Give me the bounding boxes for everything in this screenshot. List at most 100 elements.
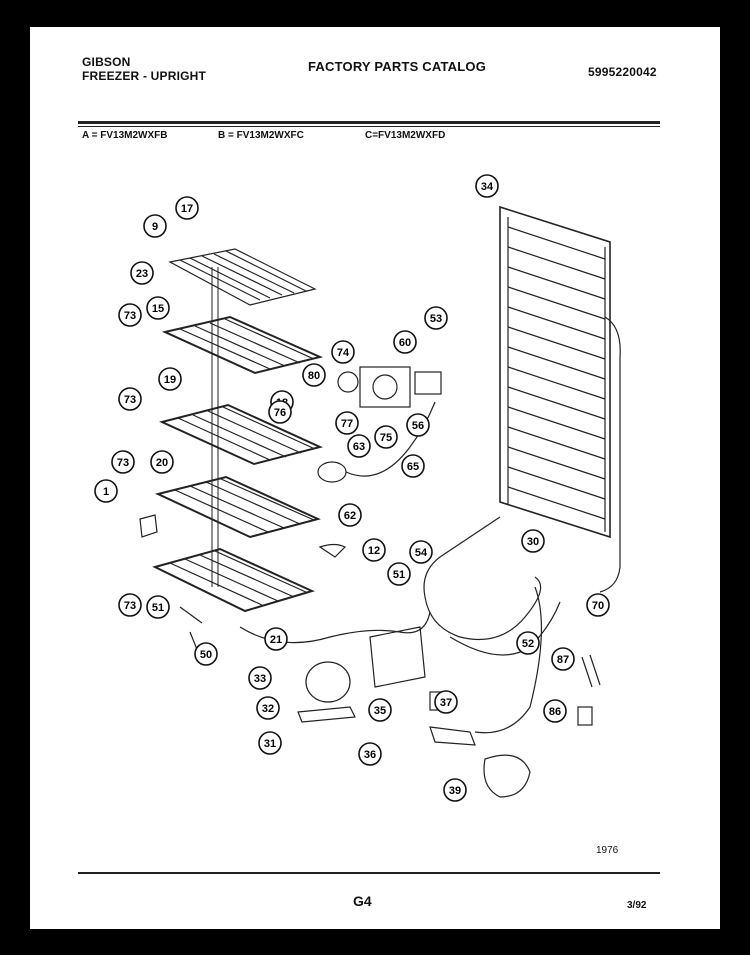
callout-circle — [264, 627, 288, 651]
callout-circle — [146, 296, 170, 320]
callout-33: 33 — [248, 666, 272, 690]
shelf-3 — [155, 475, 321, 539]
callout-circle — [347, 434, 371, 458]
callout-label: 51 — [393, 569, 405, 581]
callout-circle — [368, 698, 392, 722]
callout-label: 77 — [341, 418, 353, 430]
callout-label: 31 — [264, 738, 276, 750]
callout-56: 56 — [406, 413, 430, 437]
callout-circle — [335, 411, 359, 435]
shelf-4 — [152, 547, 315, 613]
callout-circle — [401, 454, 425, 478]
catalog-number: 5995220042 — [588, 65, 657, 79]
callout-12: 12 — [362, 538, 386, 562]
callout-circle — [521, 529, 545, 553]
callout-circle — [475, 174, 499, 198]
callout-34: 34 — [475, 174, 499, 198]
callout-label: 39 — [449, 785, 461, 797]
callout-label: 12 — [368, 545, 380, 557]
callout-32: 32 — [256, 696, 280, 720]
callout-label: 74 — [337, 347, 350, 359]
bracket — [139, 514, 158, 538]
callout-label: 52 — [522, 638, 534, 650]
callout-circle — [551, 647, 575, 671]
model-b: B = FV13M2WXFC — [218, 130, 304, 141]
callout-73: 73 — [118, 593, 142, 617]
callout-label: 70 — [592, 600, 604, 612]
revision-date: 3/92 — [627, 900, 647, 911]
callout-circle — [409, 540, 433, 564]
product-type: FREEZER - UPRIGHT — [82, 69, 207, 83]
callout-label: 37 — [440, 697, 452, 709]
callout-37: 37 — [434, 690, 458, 714]
figure-number: 1976 — [596, 845, 619, 856]
callout-label: 33 — [254, 673, 266, 685]
callout-circle — [146, 595, 170, 619]
callout-label: 23 — [136, 268, 148, 280]
drain-trough — [318, 543, 347, 558]
callout-50: 50 — [194, 642, 218, 666]
callout-circle — [358, 742, 382, 766]
callout-circle — [393, 330, 417, 354]
callout-51: 51 — [387, 562, 411, 586]
callout-label: 54 — [415, 547, 428, 559]
callout-65: 65 — [401, 454, 425, 478]
callout-label: 75 — [380, 432, 392, 444]
callout-80: 80 — [302, 363, 326, 387]
callout-1: 1 — [94, 479, 118, 503]
callout-17: 17 — [175, 196, 199, 220]
exploded-view-drawing: 9172315731819737320173515021127480767775… — [94, 174, 621, 802]
cord-clip — [429, 726, 476, 746]
callout-circle — [94, 479, 118, 503]
callout-circle — [374, 425, 398, 449]
brand-name: GIBSON — [82, 55, 131, 69]
callout-36: 36 — [358, 742, 382, 766]
callout-circle — [143, 214, 167, 238]
callout-circle — [302, 363, 326, 387]
callout-label: 73 — [124, 600, 136, 612]
callout-60: 60 — [393, 330, 417, 354]
header-rule-thin — [78, 126, 660, 127]
callout-label: 63 — [353, 441, 365, 453]
callout-86: 86 — [543, 699, 567, 723]
brand-block: GIBSON FREEZER - UPRIGHT — [82, 55, 206, 83]
callout-circle — [516, 631, 540, 655]
callout-label: 15 — [152, 303, 164, 315]
callout-75: 75 — [374, 425, 398, 449]
callout-23: 23 — [130, 261, 154, 285]
callout-label: 9 — [152, 221, 158, 233]
callout-label: 65 — [407, 461, 419, 473]
callout-70: 70 — [586, 593, 610, 617]
callout-circle — [158, 367, 182, 391]
callout-19: 19 — [158, 367, 182, 391]
callout-circle — [248, 666, 272, 690]
callout-74: 74 — [331, 340, 355, 364]
callout-circle — [130, 261, 154, 285]
callout-circle — [118, 387, 142, 411]
callout-label: 73 — [124, 310, 136, 322]
callout-circle — [387, 562, 411, 586]
callout-label: 32 — [262, 703, 274, 715]
callout-circle — [118, 593, 142, 617]
callout-circle — [338, 503, 362, 527]
callout-label: 50 — [200, 649, 212, 661]
callout-label: 73 — [124, 394, 136, 406]
callout-63: 63 — [347, 434, 371, 458]
callout-label: 56 — [412, 420, 424, 432]
callout-circle — [118, 303, 142, 327]
callout-label: 21 — [270, 634, 282, 646]
callout-label: 53 — [430, 313, 442, 325]
drain-pan — [369, 626, 426, 688]
callout-circle — [175, 196, 199, 220]
callout-62: 62 — [338, 503, 362, 527]
callout-circle — [424, 306, 448, 330]
fan-motor-assembly — [337, 366, 442, 408]
callout-73: 73 — [118, 387, 142, 411]
callout-circle — [362, 538, 386, 562]
callout-label: 80 — [308, 370, 320, 382]
callout-circle — [111, 450, 135, 474]
callout-circle — [256, 696, 280, 720]
callout-label: 60 — [399, 337, 411, 349]
connector — [577, 706, 593, 726]
callout-87: 87 — [551, 647, 575, 671]
